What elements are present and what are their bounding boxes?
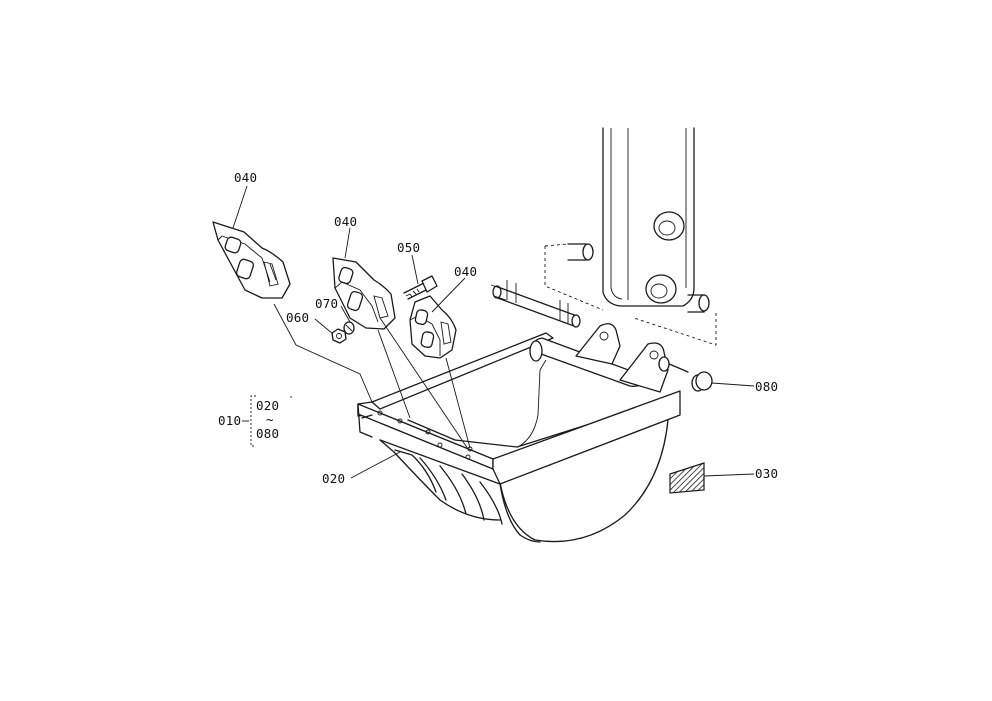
- nut: [331, 328, 347, 344]
- leader-lines: [232, 185, 755, 479]
- assembly-bracket: [242, 395, 293, 447]
- link-pin: [490, 280, 581, 328]
- label-plate: 030: [755, 466, 778, 481]
- hatched-plate: [669, 462, 705, 494]
- label-assembly: 010: [218, 413, 241, 428]
- label-range-start: 020: [256, 398, 279, 413]
- label-range-end: 080: [256, 426, 279, 441]
- bucket: [357, 323, 681, 543]
- bolt: [403, 275, 438, 300]
- label-bolt: 050: [397, 240, 420, 255]
- tooth-right: [409, 295, 457, 359]
- tooth-left: [212, 221, 291, 299]
- lower-pin-boss: [645, 274, 677, 304]
- label-bucket: 020: [322, 471, 345, 486]
- upper-pin-boss: [653, 211, 685, 241]
- label-tooth-right: 040: [454, 264, 477, 279]
- label-range-sep: ~: [266, 412, 274, 427]
- lock-washer: [343, 321, 355, 335]
- label-tooth-mid: 040: [334, 214, 357, 229]
- label-lock-washer: 070: [315, 296, 338, 311]
- label-tooth-left: 040: [234, 170, 257, 185]
- label-nut: 060: [286, 310, 309, 325]
- part-labels: 040 040 050 040 070 060 010 020 ~ 080 02…: [218, 170, 778, 486]
- label-bushing: 080: [755, 379, 778, 394]
- bushing: [658, 356, 713, 392]
- arm: [544, 127, 717, 346]
- tooth-mid: [332, 257, 396, 330]
